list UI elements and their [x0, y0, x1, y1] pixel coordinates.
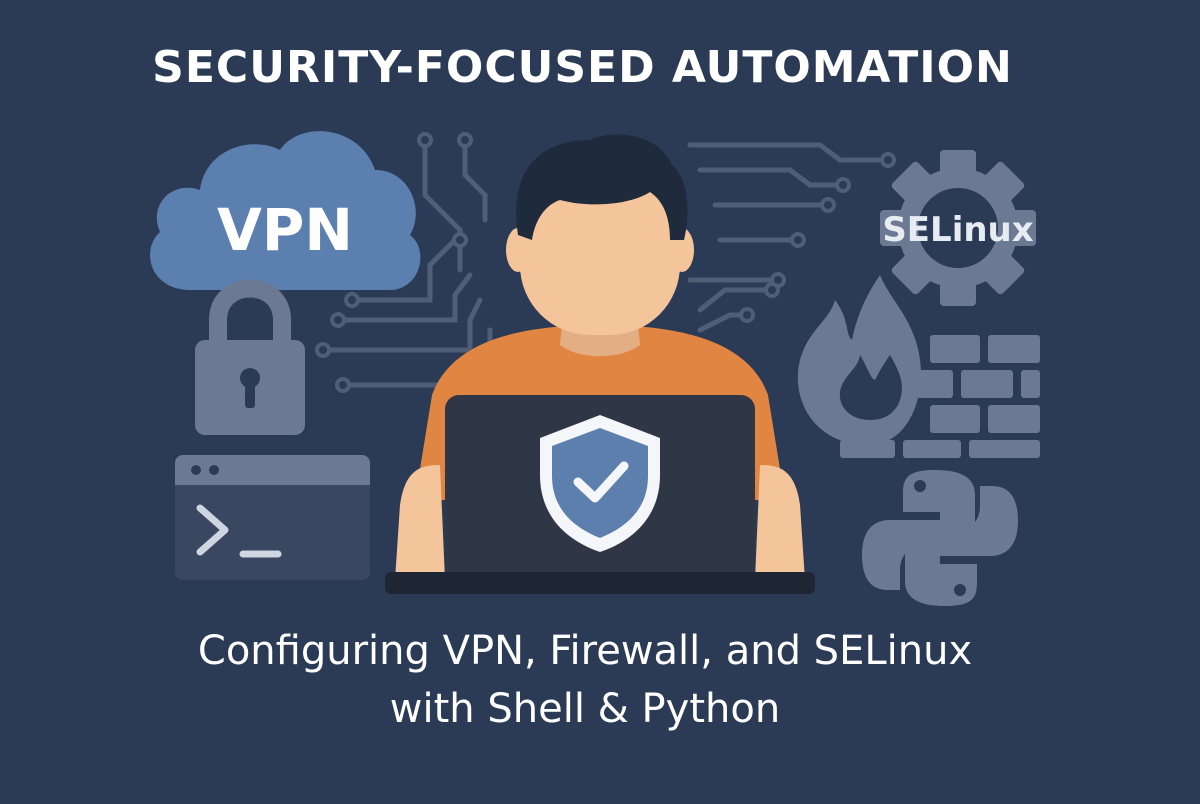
- shield-check-icon: [540, 415, 660, 552]
- firewall-icon: [797, 275, 1040, 458]
- subtitle-line-2: with Shell & Python: [389, 686, 781, 732]
- padlock-icon: [195, 279, 305, 435]
- page-title: SECURITY-FOCUSED AUTOMATION: [152, 42, 1013, 93]
- gear-label: SELinux: [882, 210, 1033, 250]
- subtitle: Configuring VPN, Firewall, and SELinux w…: [0, 622, 1170, 738]
- subtitle-line-1: Configuring VPN, Firewall, and SELinux: [197, 628, 973, 674]
- circuit-nodes: [315, 132, 896, 393]
- cloud-label: VPN: [217, 196, 353, 264]
- cloud-icon: VPN: [150, 131, 421, 290]
- terminal-icon: [175, 455, 370, 580]
- python-logo-icon: [862, 470, 1018, 606]
- gear-icon: [880, 150, 1036, 306]
